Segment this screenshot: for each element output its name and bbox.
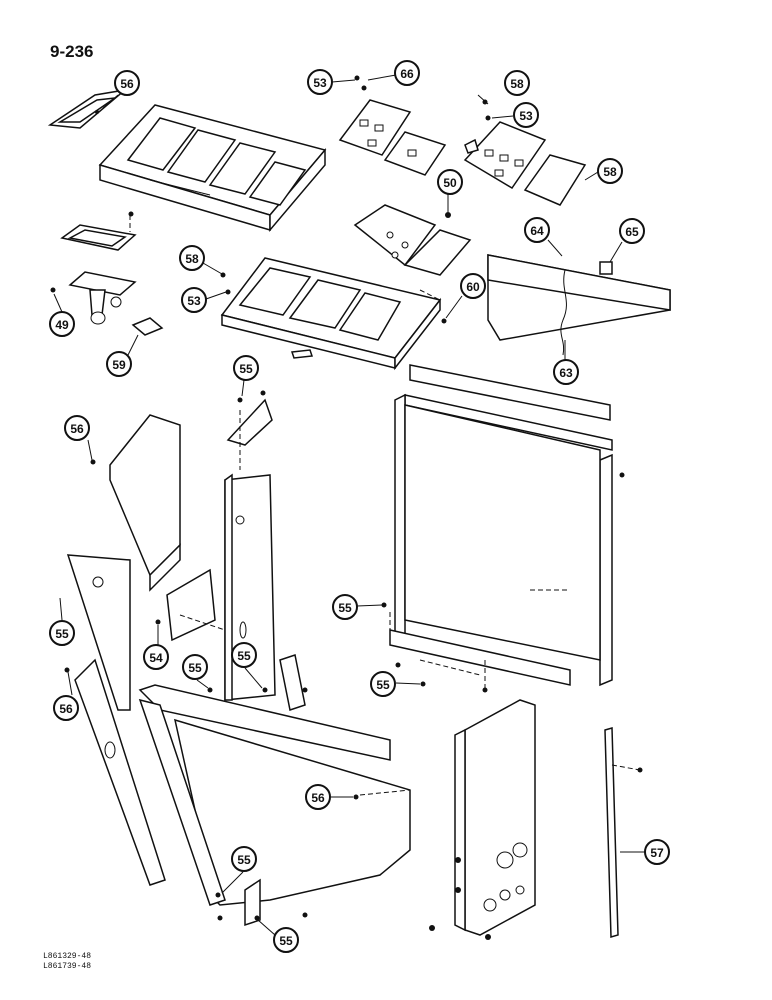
left-bracket-assembly [60,215,164,336]
svg-text:65: 65 [625,225,639,239]
callout-59: 59 [106,351,132,377]
svg-text:55: 55 [188,661,202,675]
callout-58-c: 58 [179,245,205,271]
page-number: 9-236 [50,42,94,61]
callout-63: 63 [553,359,579,385]
callout-53-c: 53 [181,287,207,313]
callout-56-b: 56 [64,415,90,441]
right-switch-plates [463,121,587,206]
callout-58-a: 58 [504,70,530,96]
svg-text:56: 56 [70,422,84,436]
callout-66: 66 [394,60,420,86]
svg-text:66: 66 [400,67,414,81]
callout-55-h: 55 [370,671,396,697]
svg-text:55: 55 [237,853,251,867]
callout-60: 60 [460,273,486,299]
svg-text:58: 58 [603,165,617,179]
svg-text:58: 58 [185,252,199,266]
svg-text:60: 60 [466,280,480,294]
svg-text:55: 55 [55,627,69,641]
small-plate [166,568,216,642]
callout-56-c: 56 [53,695,79,721]
callout-55-b: 55 [49,620,75,646]
callout-65: 65 [619,218,645,244]
svg-text:57: 57 [650,846,664,860]
svg-text:56: 56 [59,702,73,716]
callout-55-d: 55 [231,642,257,668]
svg-text:59: 59 [112,358,126,372]
callout-55-f: 55 [231,846,257,872]
svg-text:50: 50 [443,176,457,190]
svg-text:49: 49 [55,318,69,332]
reference-code: L861739-48 [43,962,92,971]
leader-lines [53,74,645,936]
reference-code: L861329-48 [43,952,92,961]
callout-50: 50 [437,169,463,195]
side-panel-left [109,414,181,592]
svg-text:63: 63 [559,366,573,380]
svg-text:55: 55 [376,678,390,692]
right-box-panel [454,699,536,936]
small-angle-bracket [279,654,306,711]
switch-plates [338,99,472,276]
upper-instrument-panel [98,104,327,233]
callout-53-a: 53 [307,69,333,95]
svg-text:53: 53 [519,109,533,123]
svg-text:54: 54 [149,651,163,665]
svg-text:64: 64 [530,224,544,238]
tray-part [47,88,128,129]
callout-64: 64 [524,217,550,243]
svg-text:56: 56 [120,77,134,91]
drawing-reference-codes: L861329-48 L861739-48 [43,952,91,972]
callout-55-c: 55 [182,654,208,680]
callout-56-d: 56 [305,784,331,810]
callout-56-a: 56 [114,70,140,96]
svg-text:56: 56 [311,791,325,805]
callout-55-e: 55 [332,594,358,620]
svg-text:53: 53 [187,294,201,308]
callout-58-b: 58 [597,158,623,184]
svg-text:58: 58 [510,77,524,91]
long-rail-left [74,658,166,886]
callout-53-b: 53 [513,102,539,128]
callout-55-g: 55 [273,927,299,953]
lower-side-panel [138,684,411,927]
screen-panel-assembly [389,364,613,687]
callout-55-a: 55 [233,355,259,381]
vertical-seal-strip [604,727,619,938]
svg-text:55: 55 [237,649,251,663]
svg-text:55: 55 [239,362,253,376]
svg-text:53: 53 [313,76,327,90]
callout-57: 57 [644,839,670,865]
cover-panel [487,254,671,356]
assembly-lines [179,289,641,796]
lower-instrument-panel [220,257,442,371]
fastener-dots [50,75,643,940]
callout-49: 49 [49,311,75,337]
callout-54: 54 [143,644,169,670]
svg-text:55: 55 [338,601,352,615]
long-bracket-left [66,554,131,711]
svg-text:55: 55 [279,934,293,948]
